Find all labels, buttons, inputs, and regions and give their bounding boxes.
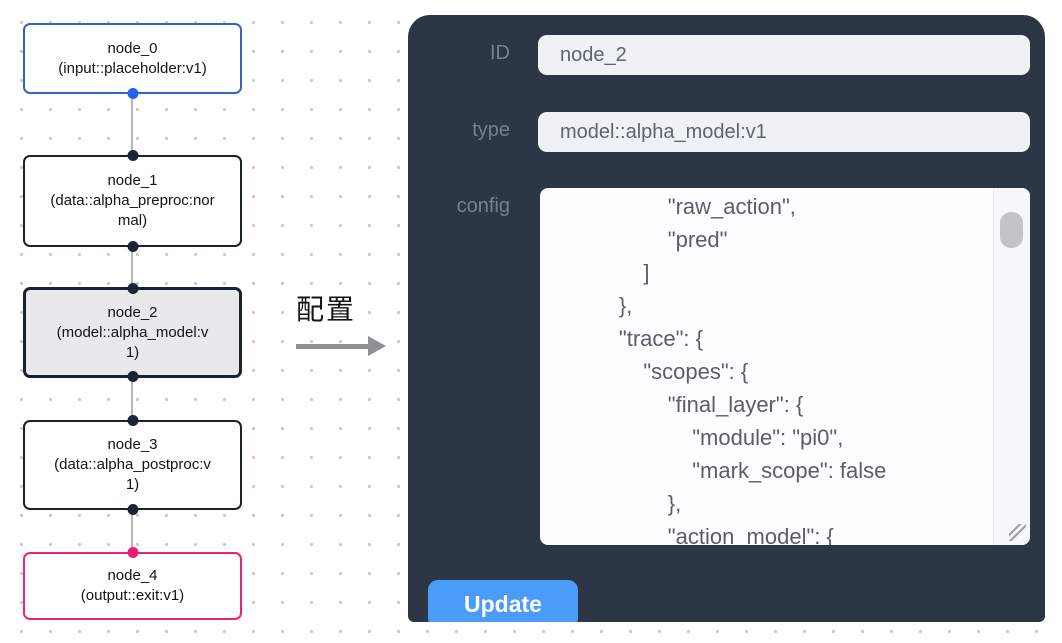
target-handle[interactable]	[127, 283, 138, 294]
resize-grip-icon[interactable]	[1009, 524, 1026, 541]
config-field-label: config	[456, 195, 510, 217]
node-subtitle: (data::alpha_postproc:v1)	[54, 456, 211, 493]
flow-node-node_4[interactable]: node_4 (output::exit:v1)	[23, 547, 242, 620]
flow-node-node_0[interactable]: node_0 (input::placeholder:v1)	[23, 23, 242, 99]
source-handle[interactable]	[127, 241, 138, 252]
target-handle[interactable]	[127, 547, 138, 558]
node-subtitle: (data::alpha_preproc:normal)	[50, 192, 215, 229]
edge-node0-node1	[131, 94, 133, 155]
source-handle[interactable]	[127, 371, 138, 382]
config-textarea[interactable]: "raw_action", "pred" ] }, "trace": { "sc…	[540, 188, 1030, 545]
edge-node1-node2	[131, 247, 133, 287]
id-input[interactable]	[538, 35, 1030, 75]
type-input[interactable]	[538, 112, 1030, 152]
config-panel: ID type config "raw_action", "pred" ] },…	[408, 15, 1045, 622]
right-arrow-icon	[296, 336, 388, 356]
flow-node-node_3[interactable]: node_3 (data::alpha_postproc:v1)	[23, 415, 242, 515]
flow-node-node_2-selected[interactable]: node_2 (model::alpha_model:v1)	[23, 283, 242, 382]
node-subtitle: (output::exit:v1)	[80, 587, 185, 604]
node-subtitle: (model::alpha_model:v1)	[56, 323, 209, 361]
id-field-label: ID	[490, 42, 510, 64]
scrollbar-divider	[993, 188, 994, 545]
source-handle[interactable]	[127, 88, 138, 99]
flow-node-node_1[interactable]: node_1 (data::alpha_preproc:normal)	[23, 150, 242, 252]
transfer-annotation: 配置	[296, 288, 396, 356]
scrollbar-thumb[interactable]	[1000, 212, 1023, 248]
node-subtitle: (input::placeholder:v1)	[58, 59, 207, 77]
node-title: node_3	[107, 436, 158, 453]
target-handle[interactable]	[127, 150, 138, 161]
configure-label: 配置	[296, 294, 357, 325]
target-handle[interactable]	[127, 415, 138, 426]
config-json-text[interactable]: "raw_action", "pred" ] }, "trace": { "sc…	[618, 194, 887, 545]
node-title: node_1	[107, 172, 158, 189]
source-handle[interactable]	[127, 504, 138, 515]
edge-node3-node4	[131, 510, 133, 552]
node-title: node_4	[107, 567, 158, 584]
edge-node2-node3	[131, 378, 133, 420]
flow-canvas: node_0 (input::placeholder:v1) node_1 (d…	[0, 0, 408, 643]
type-field-label: type	[472, 119, 510, 141]
node-title: node_2	[107, 303, 158, 321]
node-title: node_0	[107, 39, 158, 57]
update-button[interactable]: Update	[428, 580, 578, 622]
